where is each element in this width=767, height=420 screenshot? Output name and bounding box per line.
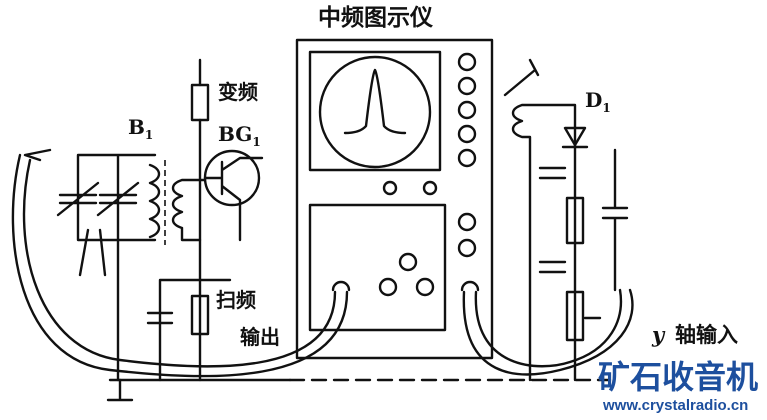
y-input-label: 轴输入 [675,322,738,347]
resistor-sweep [190,294,210,336]
transformer-primary [148,163,161,239]
capacitor-sweep [146,311,174,325]
transistor-leads [203,156,264,242]
diode-d1 [561,126,589,149]
transistor-label: BG1 [218,122,261,149]
y-input-var: y [652,322,665,347]
transformer-label-sub: 1 [144,128,154,142]
diode-label: D1 [585,88,611,115]
sweep-output-label-2: 输出 [240,325,280,349]
variable-capacitor-2 [96,181,140,217]
antenna-clip [503,58,540,97]
output-connector [331,280,351,292]
resistor-collector [190,83,210,122]
transformer-label-text: B [128,115,145,139]
capacitor-3 [601,148,629,292]
watermark-logo: 矿石收音机 [598,358,759,396]
sweep-output-label-1: 扫频 [216,288,256,312]
screen-panel [308,50,442,172]
ground-symbol [106,378,134,402]
cables [11,148,634,378]
instrument-title: 中频图示仪 [318,4,433,31]
capacitor-2 [538,260,567,274]
control-panel [308,203,447,332]
transistor-label-sub: 1 [252,135,261,149]
watermark-url: www.crystalradio.cn [603,397,749,414]
variable-capacitor-1 [56,181,100,217]
mixer-label: 变频 [218,80,258,104]
transistor-label-text: BG [218,122,253,146]
sweep-instrument [295,38,494,360]
response-curve [343,68,407,135]
detector-circuit [503,58,629,382]
capacitor-1 [538,166,567,180]
input-circuit [56,58,264,382]
crt-screen [318,55,432,169]
resistor-1 [565,196,585,245]
knobs-upper [382,52,477,196]
diode-label-text: D [585,88,603,112]
potentiometer [565,290,585,342]
knobs-lower [378,212,477,297]
input-connector [460,280,480,292]
diode-label-sub: 1 [602,101,611,115]
transformer-label: B1 [128,115,154,142]
instrument-case [295,38,494,360]
